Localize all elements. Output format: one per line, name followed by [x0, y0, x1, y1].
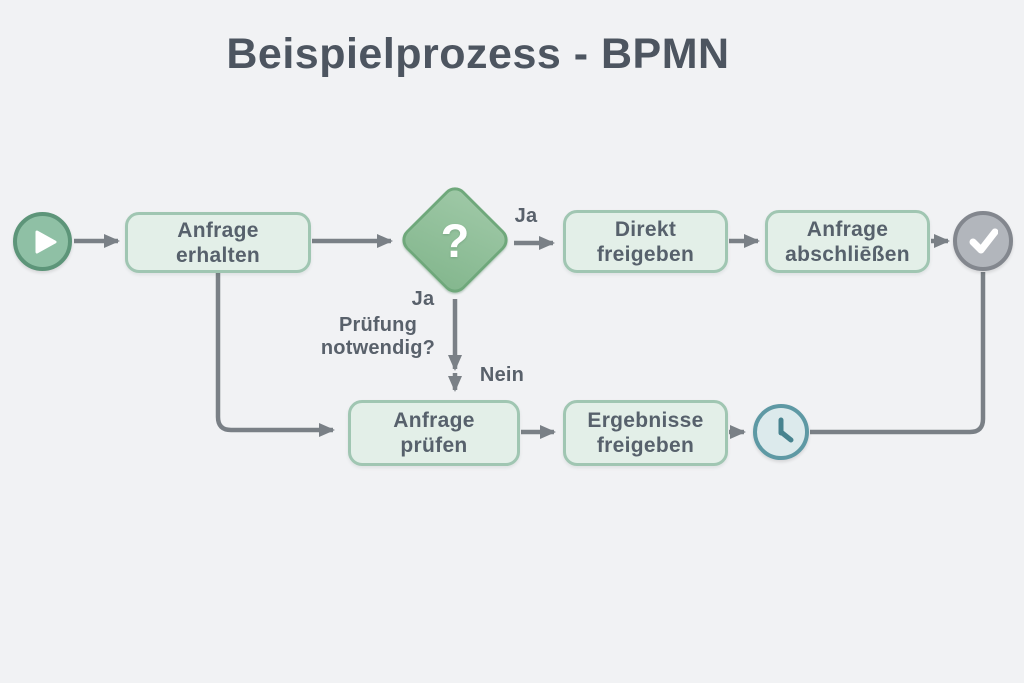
- end-event: [953, 211, 1013, 271]
- gateway-question-line2: notwendig?: [320, 337, 436, 359]
- task-label-line: Anfrage: [177, 218, 259, 242]
- edge-label-nein: Nein: [479, 364, 525, 386]
- start-event: [13, 212, 72, 271]
- task-label-line: Anfrage: [393, 409, 475, 432]
- task-label-line: Anfrage: [806, 217, 889, 241]
- gateway-question-label: Prüfung notwendig?: [288, 314, 468, 360]
- task-anfrage-abschliessen: Anfrage abschliēßen: [765, 210, 930, 273]
- check-icon: [969, 228, 998, 254]
- gateway-question-line1: Prüfung: [338, 314, 418, 336]
- task-direkt-freigeben: Direkt freigeben: [563, 210, 728, 273]
- task-label-line: freigeben: [596, 434, 695, 457]
- task-label-line: Direkt: [614, 217, 677, 241]
- task-label-line: erhalten: [175, 243, 261, 267]
- task-label-line: abschliēßen: [785, 242, 910, 266]
- page-title: Beispielprozess - BPMN: [226, 30, 730, 78]
- task-label-line: Ergebnisse: [587, 409, 704, 432]
- edge-label-ja-bottom: Ja: [411, 288, 435, 310]
- task-label-line: prüfen: [400, 434, 468, 457]
- timer-intermediate-event: [753, 404, 809, 460]
- question-mark-icon: ?: [440, 213, 470, 267]
- task-ergebnisse-freigeben: Ergebnisse freigeben: [563, 400, 728, 466]
- flow-anfrage-erhalten-to-anfrage-pruefen: [215, 273, 335, 437]
- task-anfrage-pruefen: Anfrage prüfen: [348, 400, 520, 466]
- task-anfrage-erhalten: Anfrage erhalten: [125, 212, 311, 273]
- task-label-line: freigeben: [596, 242, 695, 266]
- edge-label-ja-top: Ja: [514, 205, 538, 227]
- flow-timer-to-end-event: [810, 272, 986, 435]
- clock-icon: [778, 417, 794, 443]
- play-icon: [35, 230, 56, 253]
